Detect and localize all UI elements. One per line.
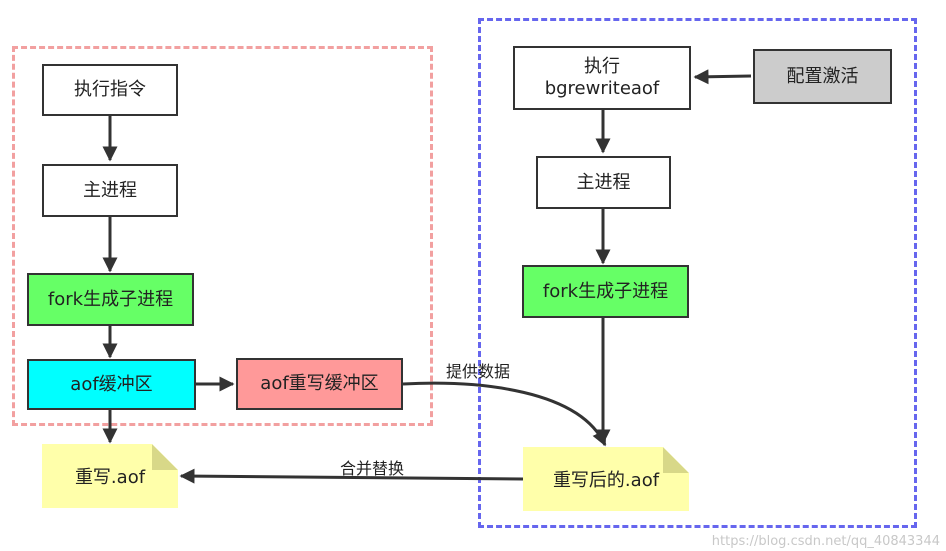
merge-replace-label: 合并替换 bbox=[340, 459, 405, 478]
aof-rewrite-buffer-node: aof重写缓冲区 bbox=[236, 358, 403, 410]
fork-child-left-node: fork生成子进程 bbox=[27, 273, 194, 326]
provide-data-label: 提供数据 bbox=[446, 362, 511, 381]
edge-config-to-exec-bgrewrite bbox=[693, 69, 752, 85]
rewrite-aof-note: 重写.aof bbox=[42, 444, 178, 508]
rewritten-aof-note: 重写后的.aof bbox=[523, 447, 689, 511]
edge-rewritten-aof-to-rewrite-aof bbox=[179, 468, 524, 484]
rewrite-aof-label: 重写.aof bbox=[74, 467, 146, 488]
fork-child-right-node: fork生成子进程 bbox=[522, 265, 689, 318]
main-process-right-node: 主进程 bbox=[536, 156, 671, 209]
aof-buffer-node: aof缓冲区 bbox=[27, 359, 196, 410]
config-activate-node: 配置激活 bbox=[753, 49, 892, 104]
left-flow-region bbox=[12, 46, 433, 426]
main-process-left-node: 主进程 bbox=[42, 164, 178, 217]
edge-rewrite-buffer-to-rewritten-aof bbox=[402, 381, 607, 447]
watermark-text: https://blog.csdn.net/qq_40843344 bbox=[711, 534, 940, 549]
exec-command-node: 执行指令 bbox=[42, 64, 178, 116]
exec-bgrewriteaof-node: 执行 bgrewriteaof bbox=[513, 46, 691, 110]
right-flow-region bbox=[478, 18, 917, 528]
rewritten-aof-label: 重写后的.aof bbox=[552, 470, 660, 491]
